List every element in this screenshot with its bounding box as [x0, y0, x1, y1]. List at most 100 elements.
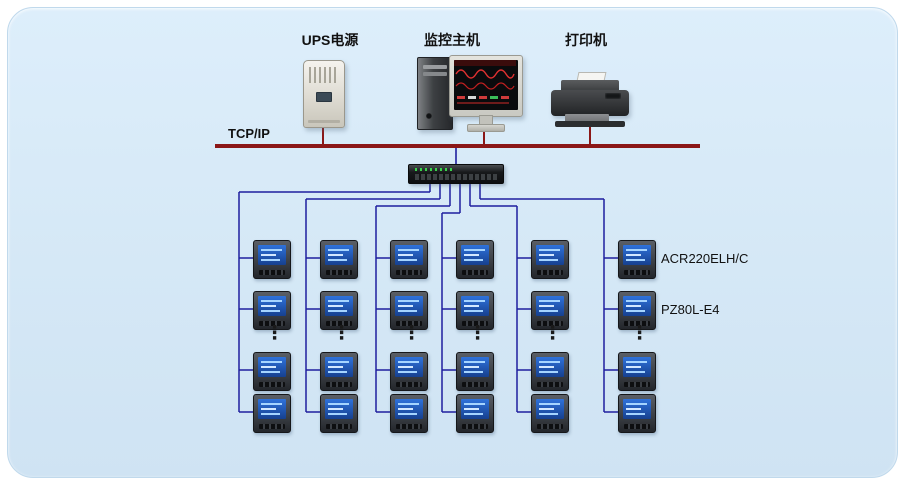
printer-output-tray [565, 114, 609, 123]
meter-device-c4-r1 [456, 240, 494, 279]
host-monitor [449, 55, 523, 117]
column-ellipsis: ⋮ [543, 323, 562, 344]
meter-screen [536, 357, 564, 377]
meter-buttons [537, 424, 563, 429]
meter-screen [623, 357, 651, 377]
meter-screen [258, 296, 286, 316]
meter-device-c3-r3 [390, 352, 428, 391]
meter-device-c3-r2 [390, 291, 428, 330]
meter-screen [623, 399, 651, 419]
ups-vents [309, 67, 339, 83]
meter-device-c5-r3 [531, 352, 569, 391]
meter-buttons [624, 424, 650, 429]
column-ellipsis: ⋮ [332, 323, 351, 344]
meter-device-c3-r1 [390, 240, 428, 279]
meter-screen [325, 296, 353, 316]
ups-device [303, 60, 345, 128]
meter-buttons [624, 321, 650, 326]
meter-screen [623, 296, 651, 316]
meter-screen [461, 296, 489, 316]
host-screen [454, 60, 518, 110]
meter-screen [623, 245, 651, 265]
meter-device-c4-r4 [456, 394, 494, 433]
meter-device-c6-r4 [618, 394, 656, 433]
meter-screen [536, 245, 564, 265]
meter-screen [395, 399, 423, 419]
printer-base [555, 121, 625, 127]
meter-buttons [624, 270, 650, 275]
meter-buttons [326, 270, 352, 275]
meter-buttons [326, 424, 352, 429]
meter-buttons [537, 270, 563, 275]
meter-device-c5-r2 [531, 291, 569, 330]
meter-buttons [396, 382, 422, 387]
meter-screen [258, 357, 286, 377]
meter-device-c1-r1 [253, 240, 291, 279]
meter-device-c1-r2 [253, 291, 291, 330]
meter-device-c1-r3 [253, 352, 291, 391]
meter-screen [536, 296, 564, 316]
meter-buttons [259, 424, 285, 429]
column-ellipsis: ⋮ [468, 323, 487, 344]
meter-buttons [326, 321, 352, 326]
meter-device-c3-r4 [390, 394, 428, 433]
meter-device-c5-r1 [531, 240, 569, 279]
network-switch [408, 164, 504, 184]
column-ellipsis: ⋮ [402, 323, 421, 344]
ups-label: UPS电源 [301, 32, 359, 48]
monitoring-host-label: 监控主机 [424, 32, 480, 48]
meter-screen [258, 399, 286, 419]
meter-screen [461, 245, 489, 265]
meter-buttons [462, 321, 488, 326]
printer-device [551, 72, 629, 128]
printer-control-panel [605, 93, 621, 99]
meter-screen [461, 399, 489, 419]
ups-foot [308, 120, 340, 123]
meter-device-c6-r3 [618, 352, 656, 391]
meter-buttons [396, 321, 422, 326]
meter-buttons [537, 382, 563, 387]
ups-display [316, 92, 332, 102]
meter-buttons [624, 382, 650, 387]
meter-screen [461, 357, 489, 377]
meter-device-c2-r1 [320, 240, 358, 279]
meter-screen [536, 399, 564, 419]
meter-screen [395, 245, 423, 265]
column-ellipsis: ⋮ [630, 323, 649, 344]
meter-device-c2-r3 [320, 352, 358, 391]
meter-device-c2-r2 [320, 291, 358, 330]
meter-buttons [537, 321, 563, 326]
meter-screen [395, 357, 423, 377]
meter-buttons [259, 321, 285, 326]
meter-device-c4-r3 [456, 352, 494, 391]
meter-buttons [259, 382, 285, 387]
meter-screen [325, 357, 353, 377]
meter-screen [395, 296, 423, 316]
meter-screen [258, 245, 286, 265]
meter-buttons [396, 424, 422, 429]
switch-ports [415, 174, 497, 180]
meter-buttons [259, 270, 285, 275]
meter-buttons [396, 270, 422, 275]
meter-device-c6-r1 [618, 240, 656, 279]
switch-leds [415, 168, 455, 171]
tcpip-bus-label: TCP/IP [228, 126, 270, 141]
printer-label: 打印机 [565, 32, 607, 48]
meter-device-c5-r4 [531, 394, 569, 433]
meter-device-c6-r2 [618, 291, 656, 330]
meter-buttons [462, 382, 488, 387]
meter-buttons [462, 424, 488, 429]
meter-device-c4-r2 [456, 291, 494, 330]
meter-model-label-pz80l: PZ80L-E4 [661, 302, 720, 317]
meter-buttons [326, 382, 352, 387]
host-tower [417, 57, 453, 130]
printer-top [561, 80, 619, 92]
meter-device-c1-r4 [253, 394, 291, 433]
meter-buttons [462, 270, 488, 275]
meter-screen [325, 399, 353, 419]
meter-device-c2-r4 [320, 394, 358, 433]
monitor-stand-base [467, 124, 505, 132]
column-ellipsis: ⋮ [265, 323, 284, 344]
